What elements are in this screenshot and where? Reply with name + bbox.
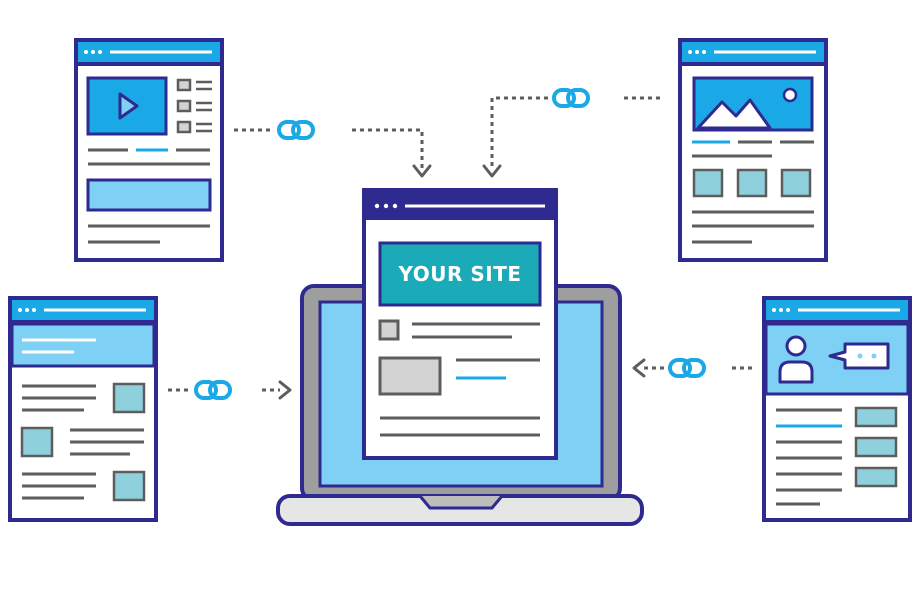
connector-top-left-b <box>352 128 424 168</box>
your-site-label: YOUR SITE <box>398 262 522 286</box>
arrowhead-left <box>632 358 646 378</box>
profile-page <box>762 296 912 522</box>
arrowhead-down-left <box>412 164 432 178</box>
chain-link-icon <box>552 88 590 108</box>
arrowhead-down-right <box>482 164 502 178</box>
chain-link-icon <box>194 380 232 400</box>
chain-link-icon <box>277 120 315 140</box>
arrowhead-right <box>278 380 292 400</box>
speech-bubble-icon <box>828 342 890 370</box>
chain-link-icon <box>668 358 706 378</box>
article-page <box>8 296 158 522</box>
video-play-icon <box>86 76 168 136</box>
your-site-page <box>362 188 558 460</box>
connector-top-right-b <box>490 96 548 168</box>
mountain-image-icon <box>692 76 814 132</box>
image-page <box>678 38 828 262</box>
user-avatar-icon <box>778 335 814 384</box>
video-page <box>74 38 224 262</box>
